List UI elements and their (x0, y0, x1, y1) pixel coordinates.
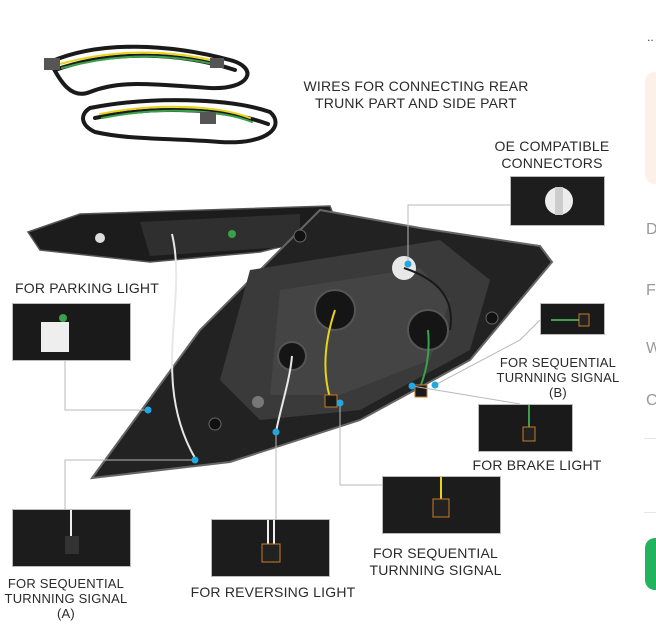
sequential-b-photo (540, 303, 605, 335)
panel-row-2: F (646, 282, 656, 299)
sequential-a-photo (12, 509, 131, 567)
sequential-a-label: FOR SEQUENTIAL TURNNING SIGNAL (A) (2, 576, 130, 621)
parking-light-photo (12, 303, 131, 361)
panel-row-4: C (646, 392, 656, 409)
brake-light-photo (478, 404, 573, 452)
sequential-mid-line2: TURNNING SIGNAL (369, 562, 502, 578)
sequential-b-line1: FOR SEQUENTIAL (499, 355, 617, 370)
add-to-cart-button[interactable] (645, 538, 656, 590)
oe-connectors-line1: OE COMPATIBLE (494, 138, 610, 154)
sequential-a-line1: FOR SEQUENTIAL (7, 576, 125, 591)
oe-connectors-line2: CONNECTORS (501, 155, 603, 171)
panel-row-1: D (646, 221, 656, 238)
wires-label-line1: WIRES FOR CONNECTING REAR (303, 78, 529, 94)
parking-light-label: FOR PARKING LIGHT (15, 280, 159, 296)
sequential-mid-photo (382, 476, 501, 534)
wires-label: WIRES FOR CONNECTING REAR TRUNK PART AND… (292, 78, 540, 112)
more-ellipsis[interactable]: .. (647, 30, 654, 44)
reversing-light-label: FOR REVERSING LIGHT (190, 584, 356, 600)
sequential-a-line3: (A) (57, 606, 75, 621)
panel-divider (644, 512, 656, 513)
leader-lines (64, 204, 541, 520)
oe-connector-photo (510, 176, 605, 226)
product-image: WIRES FOR CONNECTING REAR TRUNK PART AND… (2, 44, 622, 621)
panel-divider (644, 438, 656, 439)
side-housing (89, 208, 554, 480)
reversing-light-photo (211, 519, 330, 577)
promo-card[interactable] (645, 72, 656, 184)
oe-connectors-label: OE COMPATIBLE CONNECTORS (482, 138, 622, 172)
brake-light-label: FOR BRAKE LIGHT (472, 457, 602, 473)
sequential-b-line2: TURNNING SIGNAL (496, 370, 620, 385)
sequential-mid-label: FOR SEQUENTIAL TURNNING SIGNAL (358, 545, 513, 579)
panel-row-3: W (646, 340, 656, 357)
wire-bundle (44, 44, 278, 145)
sequential-mid-line1: FOR SEQUENTIAL (373, 545, 498, 561)
marker-dots (144, 260, 439, 464)
sequential-b-line3: (B) (549, 385, 567, 400)
tail-light-diagram (26, 44, 554, 520)
wires-label-line2: TRUNK PART AND SIDE PART (315, 95, 517, 111)
sequential-b-label: FOR SEQUENTIAL TURNNING SIGNAL (B) (494, 355, 622, 400)
sequential-a-line2: TURNNING SIGNAL (4, 591, 128, 606)
side-panel: .. D F W C (640, 0, 656, 629)
